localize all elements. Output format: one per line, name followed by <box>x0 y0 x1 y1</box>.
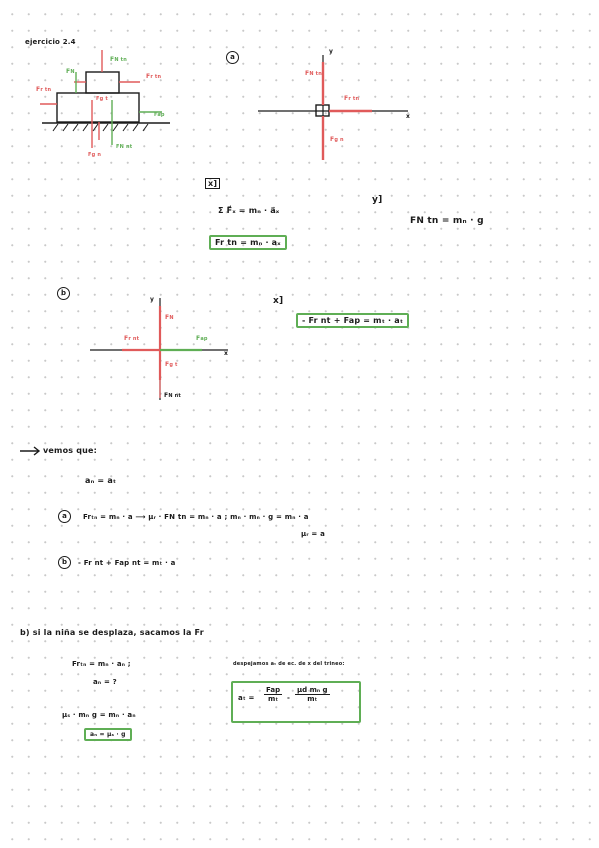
diag2-fg-label: Fg n <box>330 136 344 143</box>
equal-accel: aₙ = aₜ <box>85 476 117 485</box>
diag2-fr-label: Fr tn <box>344 95 360 102</box>
line-b: - Fr nt + Fap nt = mₜ · a <box>78 559 176 567</box>
final-minus: - <box>287 694 291 702</box>
line-a2: μᵣ = a <box>301 530 326 538</box>
y-equation-a: FN tn = mₙ · g <box>410 216 484 226</box>
partb-line4-boxed: aₙ = μₛ · g <box>84 728 132 741</box>
partb-heading: b) si la niña se desplaza, sacamos la Fr <box>20 628 204 637</box>
diag3-fr-label: Fr nt <box>124 335 140 342</box>
diag3-fn-label: FN <box>165 314 174 321</box>
partb-line2: aₙ = ? <box>93 678 117 686</box>
final-den-2: mₜ <box>307 695 318 703</box>
boxed-equation-b: - Fr nt + Fap = mₜ · aₜ <box>296 313 410 328</box>
page-title: ejercicio 2.4 <box>25 38 76 46</box>
diag2-y-label: y <box>329 48 334 55</box>
partb-line1: Frₜₙ = mₙ · aₙ ; <box>72 660 131 668</box>
final-frac-2: μd mₙ g mₜ <box>295 686 330 703</box>
diag2-x-label: x <box>406 113 411 120</box>
diag1-fg-t-label: Fg t <box>96 96 108 102</box>
marker-a: a <box>226 51 239 64</box>
partb-line3: μₛ · mₙ g = mₙ · aₙ <box>62 711 136 719</box>
diag3-fap-label: Fap <box>196 335 208 342</box>
diag1-fn-nt-label: FN nt <box>116 144 133 150</box>
final-equation-box <box>231 681 361 723</box>
diag1-fr-right-label: Fr tn <box>146 73 162 80</box>
final-frac-1: Fap mₜ <box>264 686 283 703</box>
despejamos-text: despejamos aₜ de ec. de x del trineo: <box>233 661 345 667</box>
diag1-fap-label: Fap <box>154 112 165 118</box>
diag2-fn-label: FN tn <box>305 70 322 77</box>
diag3-fg-label: Fg t <box>165 361 178 368</box>
diag1-fr-left-label: Fr tn <box>36 86 52 93</box>
diag3-y-label: y <box>150 296 155 303</box>
diag3-fnnt-label: FN nt <box>164 392 181 399</box>
final-lhs: aₜ = <box>238 694 255 702</box>
final-num-2: μd mₙ g <box>295 686 330 695</box>
diag1-fn-top-label: FN tn <box>110 56 127 63</box>
marker-a-2: a <box>58 510 71 523</box>
diag1-fg-n-label: Fg n <box>88 152 102 158</box>
sum-equation: Σ F⃗ₓ = mₙ · a⃗ₓ <box>218 206 280 215</box>
x-label-b: x] <box>273 296 284 306</box>
boxed-equation-a: Fr tn = mₙ · aₓ <box>209 235 287 250</box>
x-label-a: x] <box>205 178 221 189</box>
line-a: Frₜₙ = mₙ · a ⟶ μᵣ · FN tn = mₙ · a ; mₙ… <box>83 513 309 521</box>
marker-b: b <box>57 287 70 300</box>
final-num-1: Fap <box>264 686 283 695</box>
y-label-a: y] <box>372 195 383 205</box>
diag3-x-label: x <box>224 350 229 357</box>
vemos-text: vemos que: <box>43 446 98 455</box>
final-den-1: mₜ <box>268 695 279 703</box>
marker-b-2: b <box>58 556 71 569</box>
diag1-fn-small-label: FN <box>66 68 75 75</box>
